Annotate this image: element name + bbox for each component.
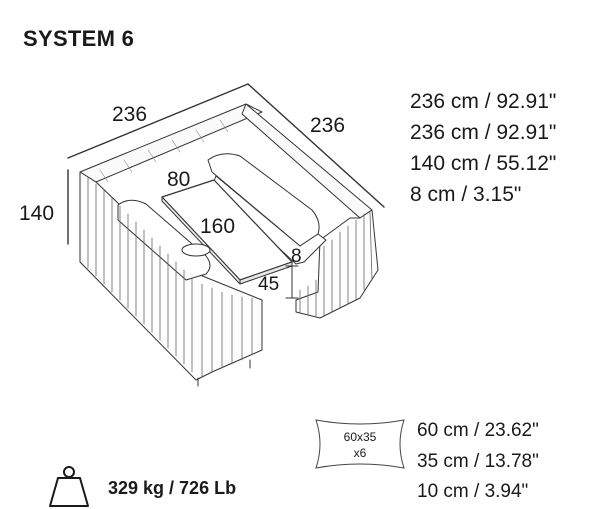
cushion-spec-thickness: 10 cm / 3.94": [417, 481, 529, 502]
label-depth: 236: [310, 114, 345, 137]
overall-dimensions-list: 236 cm / 92.91" 236 cm / 92.91" 140 cm /…: [410, 86, 556, 210]
label-table-top: 8: [291, 246, 302, 267]
right-bench-ribs: [299, 211, 373, 318]
spec-depth: 236 cm / 92.91": [410, 121, 557, 144]
cushion-count-label: x6: [354, 446, 367, 460]
cushion-dimensions-list: 60 cm / 23.62" 35 cm / 13.78" 10 cm / 3.…: [417, 416, 539, 508]
back-wall-ribs: [99, 119, 229, 183]
right-bench: [295, 209, 379, 319]
label-table-height: 45: [258, 274, 279, 295]
cushion-spec-width: 60 cm / 23.62": [417, 420, 539, 441]
weight-value: 329 kg / 726 Lb: [108, 478, 237, 498]
left-cushion: [117, 199, 211, 281]
page-title: SYSTEM 6: [23, 26, 135, 51]
cushion-spec-height: 35 cm / 13.78": [417, 450, 539, 472]
cushion-size-label: 60x35: [344, 430, 377, 444]
width-dimension-line: [67, 83, 249, 159]
label-width: 236: [112, 103, 147, 126]
label-height: 140: [19, 202, 54, 225]
cushion-icon: 60x35 x6: [315, 419, 405, 469]
weight-icon: [49, 466, 89, 507]
spec-table-top: 8 cm / 3.15": [410, 183, 522, 206]
label-table-width: 80: [167, 168, 190, 191]
spec-height: 140 cm / 55.12": [410, 152, 557, 175]
label-table-length: 160: [200, 215, 235, 238]
depth-dimension-line: [247, 83, 385, 208]
left-bench-ribs: [87, 177, 253, 377]
table-base: [181, 243, 211, 257]
spec-width: 236 cm / 92.91": [410, 90, 557, 113]
